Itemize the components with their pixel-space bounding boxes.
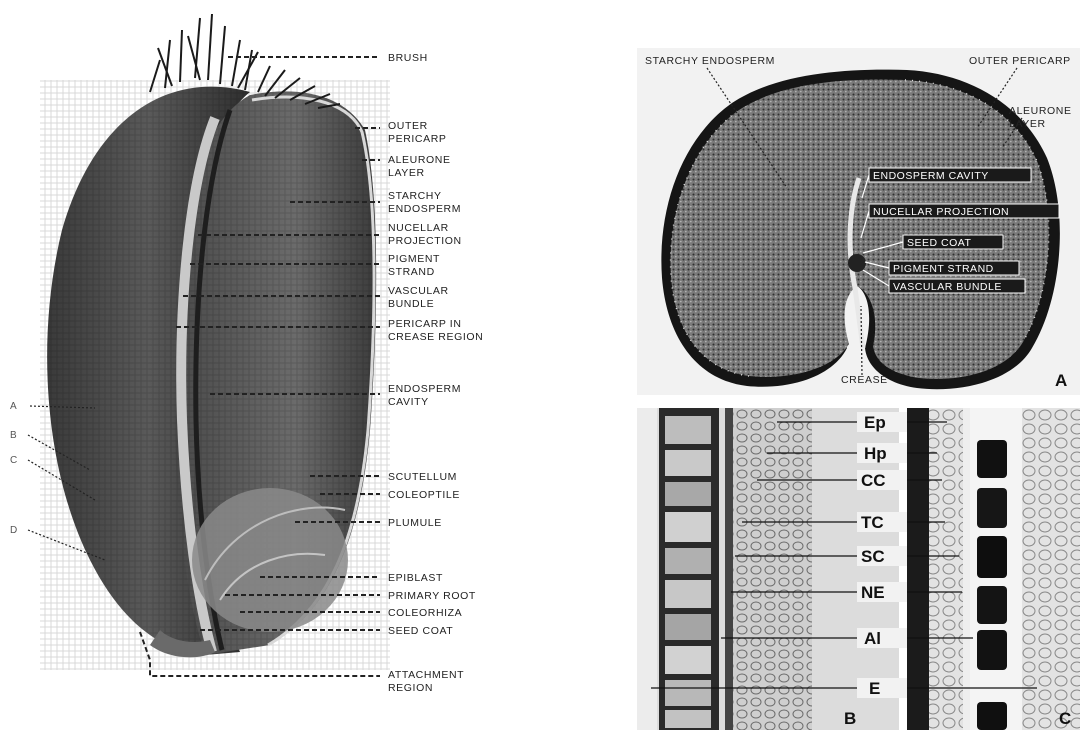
label-attachment-1: ATTACHMENT bbox=[388, 669, 464, 681]
svg-text:PIGMENT STRAND: PIGMENT STRAND bbox=[893, 263, 994, 275]
cross-section-panel-a: ENDOSPERM CAVITY NUCELLAR PROJECTION SEE… bbox=[637, 48, 1080, 395]
label-box-endosperm-cavity: ENDOSPERM CAVITY bbox=[869, 168, 1031, 182]
label-pericarp-crease-2: CREASE REGION bbox=[388, 331, 483, 343]
panel-c-outer-band bbox=[907, 408, 929, 730]
label-pericarp-crease-1: PERICARP IN bbox=[388, 318, 462, 330]
layer-label-e: E bbox=[869, 679, 880, 698]
seed-coat-strip bbox=[725, 408, 733, 730]
section-letter-c: C bbox=[10, 455, 17, 466]
label-outer-pericarp-2: PERICARP bbox=[388, 133, 446, 145]
label-aleurone-1: ALEURONE bbox=[388, 154, 451, 166]
label-brush: BRUSH bbox=[388, 52, 428, 64]
grain-longitudinal-svg: BRUSH OUTER PERICARP ALEURONE LAYER STAR… bbox=[0, 0, 620, 730]
label-a-aleurone-1: ALEURONE bbox=[1009, 105, 1072, 117]
svg-text:ENDOSPERM CAVITY: ENDOSPERM CAVITY bbox=[873, 170, 989, 182]
label-a-crease: CREASE bbox=[841, 374, 888, 386]
label-vascular-1: VASCULAR bbox=[388, 285, 449, 297]
label-starchy-1: STARCHY bbox=[388, 190, 442, 202]
label-pigment-2: STRAND bbox=[388, 266, 435, 278]
label-epiblast: EPIBLAST bbox=[388, 572, 443, 584]
micrograph-panel-bc: Ep Hp CC TC SC NE Al E B C bbox=[637, 408, 1080, 730]
label-coleorhiza: COLEORHIZA bbox=[388, 607, 462, 619]
label-a-outer-pericarp: OUTER PERICARP bbox=[969, 55, 1071, 67]
label-vascular-2: BUNDLE bbox=[388, 298, 434, 310]
panel-c-aleurone-cells bbox=[970, 408, 1022, 730]
layer-label-hp: Hp bbox=[864, 444, 887, 463]
layer-label-al: Al bbox=[864, 629, 881, 648]
panel-b-letter: B bbox=[844, 709, 856, 728]
label-aleurone-2: LAYER bbox=[388, 167, 425, 179]
layer-label-ne: NE bbox=[861, 583, 885, 602]
layer-label-tc: TC bbox=[861, 513, 884, 532]
label-box-nucellar-projection: NUCELLAR PROJECTION bbox=[869, 204, 1059, 218]
panel-c-letter: C bbox=[1059, 709, 1071, 728]
panel-c-pericarp bbox=[929, 408, 963, 730]
svg-text:NUCELLAR PROJECTION: NUCELLAR PROJECTION bbox=[873, 206, 1009, 218]
layer-label-sc: SC bbox=[861, 547, 885, 566]
layer-label-ep: Ep bbox=[864, 413, 886, 432]
panel-a-letter: A bbox=[1055, 371, 1067, 390]
label-box-vascular-bundle: VASCULAR BUNDLE bbox=[889, 279, 1025, 293]
grain-longitudinal-diagram: BRUSH OUTER PERICARP ALEURONE LAYER STAR… bbox=[0, 0, 620, 730]
label-box-pigment-strand: PIGMENT STRAND bbox=[889, 261, 1019, 275]
label-primary-root: PRIMARY ROOT bbox=[388, 590, 476, 602]
label-outer-pericarp-1: OUTER bbox=[388, 120, 428, 132]
svg-text:VASCULAR BUNDLE: VASCULAR BUNDLE bbox=[893, 281, 1002, 293]
endosperm-strip bbox=[637, 408, 657, 730]
section-letter-d: D bbox=[10, 525, 17, 536]
pericarp-cells bbox=[732, 408, 812, 730]
label-a-aleurone-2: LAYER bbox=[1009, 118, 1046, 130]
label-box-seed-coat: SEED COAT bbox=[903, 235, 1003, 249]
svg-text:SEED COAT: SEED COAT bbox=[907, 237, 971, 249]
label-a-starchy-endosperm: STARCHY ENDOSPERM bbox=[645, 55, 775, 67]
label-pigment-1: PIGMENT bbox=[388, 253, 440, 265]
label-starchy-2: ENDOSPERM bbox=[388, 203, 461, 215]
section-letter-b: B bbox=[10, 430, 17, 441]
label-scutellum: SCUTELLUM bbox=[388, 471, 457, 483]
label-endosperm-cavity-2: CAVITY bbox=[388, 396, 429, 408]
panel-c-endosperm bbox=[1022, 408, 1080, 730]
label-attachment-2: REGION bbox=[388, 682, 433, 694]
label-nucellar-1: NUCELLAR bbox=[388, 222, 449, 234]
micrograph-svg: Ep Hp CC TC SC NE Al E B C bbox=[637, 408, 1080, 730]
cross-section-svg: ENDOSPERM CAVITY NUCELLAR PROJECTION SEE… bbox=[637, 48, 1080, 395]
label-plumule: PLUMULE bbox=[388, 517, 442, 529]
aleurone-cell-column bbox=[659, 408, 719, 730]
vascular-bundle-spot bbox=[848, 254, 866, 272]
label-nucellar-2: PROJECTION bbox=[388, 235, 462, 247]
label-coleoptile: COLEOPTILE bbox=[388, 489, 460, 501]
label-endosperm-cavity-1: ENDOSPERM bbox=[388, 383, 461, 395]
section-letter-a: A bbox=[10, 401, 17, 412]
layer-label-cc: CC bbox=[861, 471, 886, 490]
label-seed-coat: SEED COAT bbox=[388, 625, 453, 637]
